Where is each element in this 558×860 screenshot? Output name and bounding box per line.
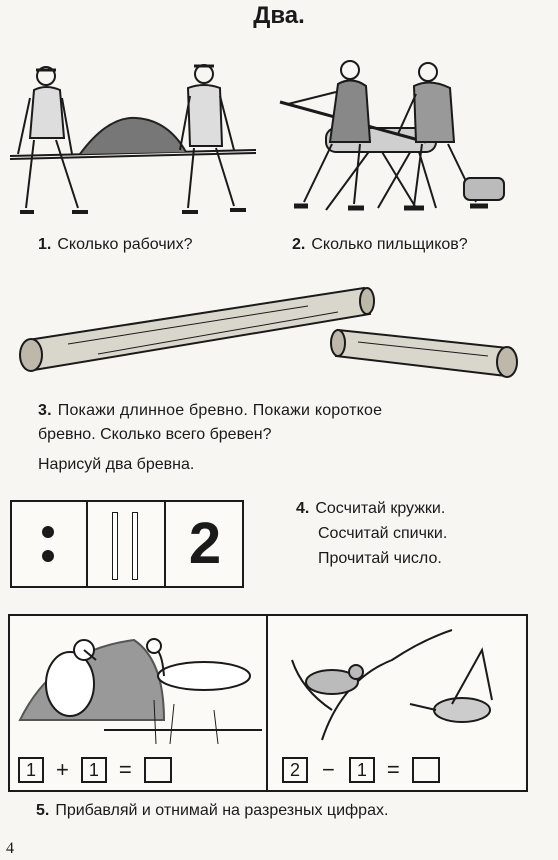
geese-illustration	[18, 638, 262, 745]
match-1	[112, 512, 118, 580]
eq-left-operator: +	[56, 757, 69, 782]
dot-2	[42, 550, 54, 562]
digit-card-number: 2	[188, 511, 222, 576]
eq-right-operator: −	[322, 757, 335, 782]
eq-left-equals: =	[118, 757, 132, 782]
question-5: 5. Прибавляй и отнимай на разрезных цифра…	[36, 802, 388, 820]
page-number: 4	[6, 840, 14, 857]
sawyers-illustration	[279, 60, 505, 211]
logs-illustration	[19, 286, 518, 378]
eq-right-operand-a: 2	[282, 757, 308, 783]
question-4-text-3: Прочитай число.	[318, 550, 442, 567]
eq-left-answer-box	[143, 757, 172, 783]
arithmetic-pictures-frame: 1 + 1 = 2 − 1 =	[8, 614, 528, 792]
match-2	[132, 512, 138, 580]
dot-1	[42, 526, 54, 538]
question-3-line-1: 3. Покажи длинное бревно. Покажи короткое	[38, 402, 382, 420]
question-1-number: 1.	[38, 236, 52, 253]
question-1-text: Сколько рабочих?	[57, 236, 193, 253]
equation-right: 2 − 1 =	[282, 757, 440, 783]
question-3-text-3: Нарисуй два бревна.	[38, 456, 195, 473]
eq-right-equals: =	[386, 757, 400, 782]
counting-card: 2	[10, 500, 244, 588]
eq-left-operand-a: 1	[18, 757, 44, 783]
question-4-text-1: Сосчитай кружки.	[315, 500, 446, 517]
workers-carrying-illustration	[9, 64, 257, 214]
birds-illustration	[291, 629, 493, 741]
card-divider-1	[86, 502, 88, 586]
question-2-text: Сколько пильщиков?	[311, 236, 468, 253]
equation-left: 1 + 1 =	[18, 757, 172, 783]
question-2: 2. Сколько пильщиков?	[292, 236, 468, 254]
question-4-text-2: Сосчитай спички.	[318, 525, 448, 542]
card-divider-2	[164, 502, 166, 586]
question-3-text-1: Покажи длинное бревно. Покажи короткое	[57, 402, 383, 419]
eq-left-operand-b: 1	[80, 757, 107, 783]
question-5-text: Прибавляй и отнимай на разрезных цифрах.	[55, 802, 389, 819]
page-title: Два.	[253, 2, 305, 29]
question-5-number: 5.	[36, 802, 50, 819]
question-2-number: 2.	[292, 236, 306, 253]
question-1: 1. Сколько рабочих?	[38, 236, 193, 254]
question-4-number: 4.	[296, 500, 310, 517]
frame-divider	[266, 616, 268, 790]
eq-right-operand-b: 1	[348, 757, 375, 783]
question-4-line-1: 4. Сосчитай кружки.	[296, 500, 445, 518]
eq-right-answer-box	[411, 757, 440, 783]
question-3-text-2: бревно. Сколько всего бревен?	[38, 426, 272, 443]
question-3-number: 3.	[38, 402, 52, 419]
